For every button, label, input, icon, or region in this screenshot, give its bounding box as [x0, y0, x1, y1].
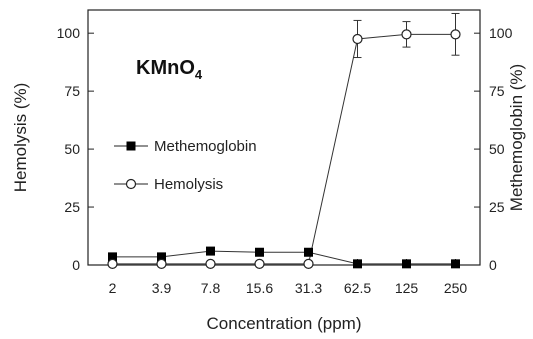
data-markers	[107, 29, 461, 269]
y-tick-label-right: 25	[489, 199, 505, 215]
x-tick-label: 7.8	[201, 280, 221, 296]
data-point-hemolysis	[107, 258, 118, 269]
chart-annotation: KMnO4	[136, 57, 203, 82]
legend-marker-hemolysis	[125, 178, 137, 190]
x-tick-label: 125	[395, 280, 419, 296]
x-tick-label: 15.6	[246, 280, 273, 296]
y-tick-label-right: 50	[489, 141, 505, 157]
y-tick-label-left: 0	[72, 257, 80, 273]
data-point-methemoglobin	[206, 246, 215, 256]
x-tick-label: 31.3	[295, 280, 322, 296]
data-point-methemoglobin	[353, 259, 362, 269]
data-point-hemolysis	[352, 33, 363, 45]
x-axis: 2 3.9 7.8 15.6 31.3 62.5 125 250	[109, 259, 468, 296]
legend-marker-methemoglobin	[126, 141, 136, 151]
right-axis: 0 25 50 75 100	[474, 25, 513, 273]
data-point-methemoglobin	[157, 252, 166, 262]
data-point-hemolysis	[254, 258, 265, 269]
annotation-main: KMnO	[136, 57, 195, 79]
y-tick-label-left: 75	[64, 83, 80, 99]
legend-label-methemoglobin: Methemoglobin	[154, 138, 257, 155]
legend-label-hemolysis: Hemolysis	[154, 176, 223, 193]
data-point-methemoglobin	[304, 247, 313, 257]
data-point-methemoglobin	[255, 247, 264, 257]
x-tick-label: 3.9	[152, 280, 172, 296]
data-point-methemoglobin	[108, 252, 117, 262]
data-point-hemolysis	[450, 29, 461, 40]
series-lines	[112, 33, 456, 265]
annotation-subscript: 4	[195, 67, 203, 82]
series-line-hemolysis	[112, 33, 456, 265]
series-line-methemoglobin	[112, 250, 456, 265]
x-tick-label: 62.5	[344, 280, 371, 296]
data-point-hemolysis	[205, 258, 216, 269]
plot-frame	[87, 9, 481, 266]
data-point-methemoglobin	[402, 259, 411, 269]
x-tick-label: 2	[109, 280, 117, 296]
y-axis-left-title: Hemolysis (%)	[11, 83, 30, 193]
y-tick-label-right: 100	[489, 25, 513, 41]
y-axis-right-title: Methemoglobin (%)	[507, 64, 526, 211]
data-point-hemolysis	[156, 258, 167, 269]
legend: Methemoglobin Hemolysis	[114, 138, 257, 193]
y-tick-label-left: 100	[57, 25, 81, 41]
x-axis-title: Concentration (ppm)	[207, 314, 362, 333]
y-tick-label-left: 25	[64, 199, 80, 215]
y-tick-label-right: 75	[489, 83, 505, 99]
left-axis: 0 25 50 75 100	[57, 25, 94, 273]
y-tick-label-right: 0	[489, 257, 497, 273]
data-point-hemolysis	[401, 29, 412, 40]
x-tick-label: 250	[444, 280, 468, 296]
data-point-hemolysis	[303, 258, 314, 269]
y-tick-label-left: 50	[64, 141, 80, 157]
data-point-methemoglobin	[451, 259, 460, 269]
